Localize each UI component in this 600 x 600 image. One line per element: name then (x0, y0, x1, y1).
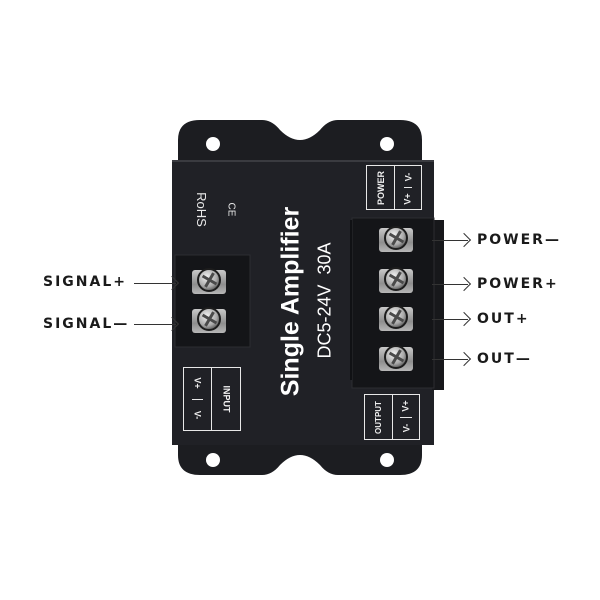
output-box-vplus: V+ (400, 400, 411, 412)
arrow-out-minus (432, 359, 468, 360)
power-minus-screw-terminal (379, 224, 413, 256)
device-spec: DC5-24V 30A (314, 242, 335, 359)
input-box-vplus: V+ (192, 377, 203, 389)
output-box-label: OUTPUT (374, 400, 384, 434)
out-plus-screw-terminal (379, 303, 413, 335)
callout-power-plus: POWER+ (477, 276, 559, 292)
callout-signal-plus: SIGNAL+ (43, 274, 127, 290)
callout-out-minus: OUT— (477, 351, 532, 367)
input-label-box: V+ V- INPUT (183, 367, 241, 431)
input-box-vminus: V- (192, 410, 203, 420)
callout-out-plus: OUT+ (477, 311, 530, 327)
signal-minus-screw-terminal (192, 305, 226, 337)
output-label-box: OUTPUT V+ V- (364, 394, 420, 440)
input-box-label: INPUT (221, 385, 231, 413)
power-label-box: POWER V- V+ (366, 165, 422, 210)
power-box-label: POWER (375, 170, 386, 205)
power-box-vplus: V+ (402, 192, 413, 205)
signal-plus-screw-terminal (192, 266, 226, 298)
power-plus-screw-terminal (379, 265, 413, 297)
arrow-signal-minus (134, 324, 176, 325)
arrow-out-plus (432, 319, 468, 320)
out-minus-screw-terminal (379, 343, 413, 375)
callout-power-minus: POWER— (477, 232, 561, 248)
arrow-power-plus (432, 284, 468, 285)
rohs-mark: RoHS (193, 192, 209, 227)
output-box-vminus: V- (400, 423, 411, 433)
power-box-vminus: V- (402, 172, 413, 181)
device-title: Single Amplifier (276, 206, 305, 397)
arrow-signal-plus (134, 283, 176, 284)
callout-signal-minus: SIGNAL— (43, 316, 130, 332)
arrow-power-minus (432, 240, 468, 241)
ce-mark: CE (225, 202, 237, 217)
